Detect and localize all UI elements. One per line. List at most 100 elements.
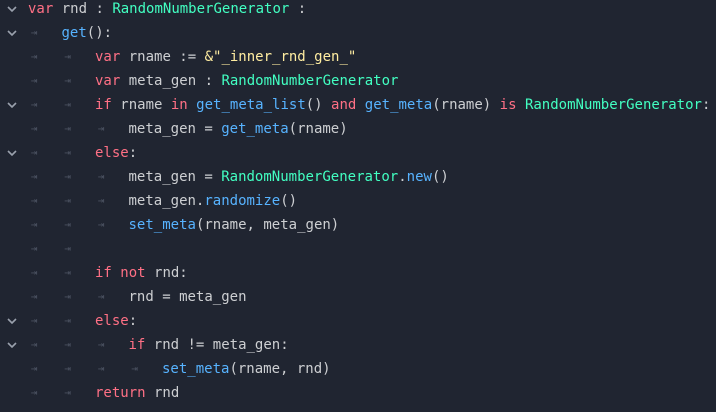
code-line[interactable]: ⇥⇥⇥meta_gen = RandomNumberGenerator.new(… [0, 165, 716, 189]
chevron-down-icon[interactable] [6, 0, 18, 21]
tab-indicator-icon: ⇥ [64, 314, 71, 327]
code-line[interactable]: ⇥⇥else: [0, 141, 716, 165]
tab-indicator-icon: ⇥ [64, 290, 71, 303]
code-line[interactable]: ⇥ ⇥ else: [0, 309, 716, 333]
code-token: rnd [145, 385, 180, 401]
tab-indicator-icon: ⇥ [30, 74, 38, 87]
code-token: . [398, 169, 407, 185]
tab-indicator-icon: ⇥ [30, 98, 38, 111]
code-token: rname [111, 97, 171, 113]
code-line[interactable]: ⇥ ⇥ if rname in get_meta_list() and get_me… [0, 93, 716, 117]
code-line[interactable]: ⇥get(): [0, 21, 716, 45]
code-text: if rname in get_meta_list() and get_meta… [95, 93, 710, 117]
chevron-down-icon[interactable] [6, 333, 18, 357]
tab-indicator-icon: ⇥ [97, 122, 105, 135]
code-token: and [331, 97, 357, 113]
chevron-down-icon[interactable] [6, 21, 18, 45]
tab-indicator-icon: ⇥ [30, 194, 38, 207]
code-token: RandomNumberGenerator [524, 97, 702, 113]
code-token [188, 97, 196, 113]
code-line[interactable]: ⇥⇥⇥if rnd != meta_gen: [0, 333, 716, 357]
code-line[interactable]: ⇥⇥⇥⇥set_meta(rname, rnd) [0, 357, 716, 381]
code-token: rname := [120, 49, 205, 65]
tab-indicator-icon: ⇥ [64, 122, 71, 135]
tab-indicator-icon: ⇥ [30, 170, 38, 183]
code-token: RandomNumberGenerator [112, 1, 290, 17]
code-token: rnd != meta_gen: [145, 337, 289, 353]
code-line[interactable]: ⇥⇥ [0, 237, 716, 261]
code-token [517, 97, 525, 113]
tab-indicator-icon: ⇥ [64, 98, 71, 111]
code-line[interactable]: ⇥⇥⇥set_meta(rname, meta_gen) [0, 213, 716, 237]
code-token: : [128, 313, 138, 329]
tab-indicator-icon: ⇥ [30, 314, 38, 327]
tab-indicator-icon: ⇥ [64, 266, 71, 279]
code-token: randomize [204, 193, 281, 209]
code-text: var meta_gen : RandomNumberGenerator [95, 69, 398, 93]
code-token: () [305, 97, 332, 113]
code-line[interactable]: ⇥⇥⇥rnd = meta_gen [0, 285, 716, 309]
code-line[interactable]: ⇥⇥⇥meta_gen.randomize() [0, 189, 716, 213]
code-line[interactable]: var rnd : RandomNumberGenerator : [0, 0, 716, 21]
code-token: not [120, 265, 146, 281]
tab-indicator-icon: ⇥ [30, 386, 38, 399]
tab-indicator-icon: ⇥ [30, 146, 38, 159]
tab-indicator-icon: ⇥ [30, 338, 38, 351]
chevron-down-icon[interactable] [6, 141, 18, 165]
code-token: var [95, 73, 121, 89]
code-token: meta_gen = [128, 169, 222, 185]
code-token: : [289, 1, 307, 17]
code-text: if rnd != meta_gen: [129, 333, 289, 357]
code-token: if [128, 337, 146, 353]
tab-indicator-icon: ⇥ [131, 362, 138, 375]
chevron-down-icon[interactable] [6, 309, 18, 333]
code-token: set_meta [162, 361, 230, 377]
code-token: rnd : [53, 1, 113, 17]
code-token: get_meta_list [196, 97, 306, 113]
tab-indicator-icon: ⇥ [64, 338, 71, 351]
code-token: (rname, meta_gen) [195, 217, 340, 233]
code-token: rnd = meta_gen [128, 289, 247, 305]
tab-indicator-icon: ⇥ [64, 194, 71, 207]
code-text: else: [95, 141, 137, 165]
tab-indicator-icon: ⇥ [30, 242, 38, 255]
code-text: set_meta(rname, rnd) [162, 357, 331, 381]
code-token: in [170, 97, 188, 113]
code-text: return rnd [95, 381, 179, 405]
code-line[interactable]: ⇥ ⇥ ⇥ meta_gen = get_meta(rname) [0, 117, 716, 141]
code-token: if [95, 265, 112, 281]
code-token: meta_gen. [128, 193, 205, 209]
chevron-down-icon[interactable] [6, 93, 18, 117]
tab-indicator-icon: ⇥ [30, 362, 38, 375]
code-token: : [128, 145, 138, 161]
code-text: set_meta(rname, meta_gen) [129, 213, 340, 237]
tab-indicator-icon: ⇥ [97, 218, 105, 231]
code-token: return [95, 385, 146, 401]
code-text: if not rnd: [95, 261, 188, 285]
tab-indicator-icon: ⇥ [64, 50, 71, 63]
code-token: &"_inner_rnd_gen_" [204, 49, 357, 65]
tab-indicator-icon: ⇥ [30, 218, 38, 231]
code-line[interactable]: ⇥⇥return rnd [0, 381, 716, 405]
code-line[interactable]: ⇥ ⇥ var meta_gen : RandomNumberGenerator [0, 69, 716, 93]
tab-indicator-icon: ⇥ [64, 170, 71, 183]
code-text: meta_gen = get_meta(rname) [129, 117, 348, 141]
code-text: var rname := &"_inner_rnd_gen_" [95, 45, 356, 69]
tab-indicator-icon: ⇥ [64, 74, 71, 87]
code-token: var [28, 1, 54, 17]
tab-indicator-icon: ⇥ [97, 362, 105, 375]
tab-indicator-icon: ⇥ [30, 266, 38, 279]
code-token: new [406, 169, 432, 185]
code-token: get_meta [221, 121, 289, 137]
tab-indicator-icon: ⇥ [97, 290, 105, 303]
tab-indicator-icon: ⇥ [97, 194, 105, 207]
code-token: meta_gen = [128, 121, 222, 137]
code-line[interactable]: ⇥⇥var rname := &"_inner_rnd_gen_" [0, 45, 716, 69]
code-line[interactable]: ⇥ ⇥ if not rnd: [0, 261, 716, 285]
code-text: var rnd : RandomNumberGenerator : [28, 0, 306, 21]
tab-indicator-icon: ⇥ [30, 122, 38, 135]
code-token: else [95, 313, 129, 329]
code-token: : [701, 97, 711, 113]
code-token: meta_gen : [120, 73, 222, 89]
